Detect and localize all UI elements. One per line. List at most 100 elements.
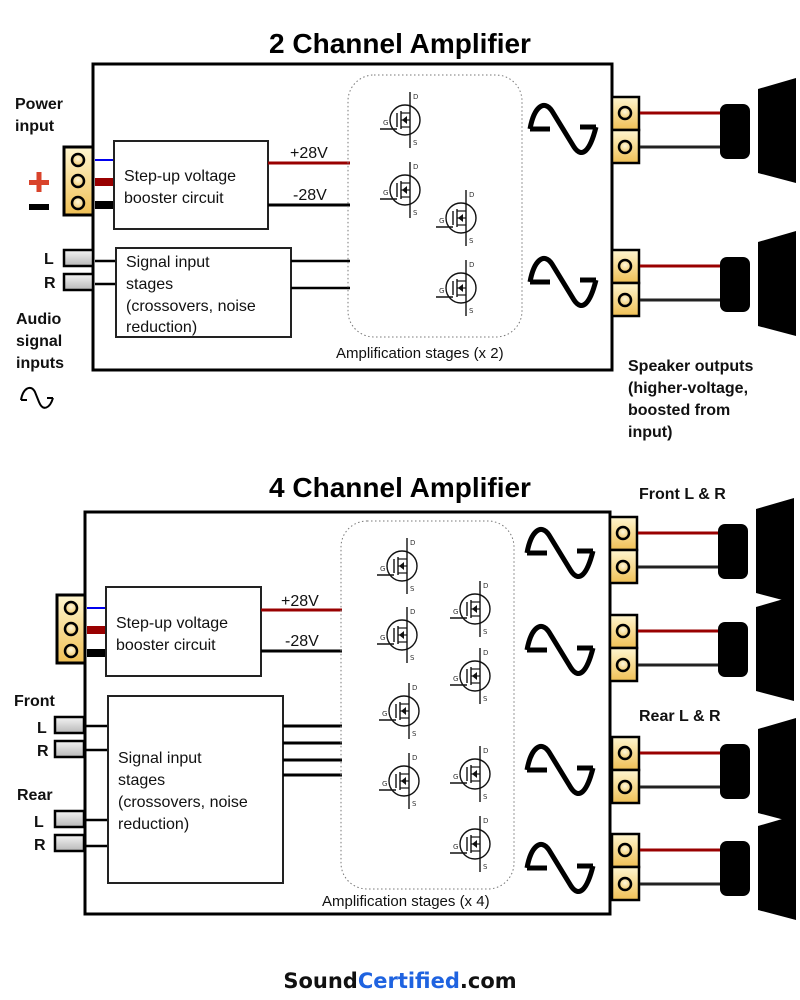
four-channel-title: 4 Channel Amplifier [269,472,531,503]
rca-input-rear-left[interactable] [53,809,86,829]
amp-stage-label: Amplification stages (x 4) [322,893,490,910]
signal-stage-line1: Signal input [118,750,202,767]
signal-stage-line2: stages [118,772,165,789]
source-pin-label: S [410,585,415,593]
terminal-screw-icon [63,621,79,637]
speaker-icon [720,231,796,336]
terminal-screw-icon [617,258,633,274]
mosfet-icon: GDS [436,190,477,246]
amp-stage-label: Amplification stages (x 2) [336,345,504,362]
booster-label-line1: Step-up voltage [124,168,236,185]
booster-circuit-box [113,140,269,230]
power-input-label-line1: Power [15,96,63,113]
speaker-output-channel[interactable] [610,718,796,823]
audio-inputs-label-line1: Audio [16,311,62,328]
terminal-screw-icon [617,745,633,761]
speaker-output-channel[interactable] [610,231,796,336]
audio-inputs-label-line2: signal [16,333,62,350]
drain-pin-label: D [469,191,474,199]
sine-wave-icon [527,256,599,308]
negative-rail-label: -28V [293,187,327,204]
drain-pin-label: D [469,261,474,269]
power-terminal-block[interactable] [55,593,87,665]
signal-stage-line3: (crossovers, noise [118,794,248,811]
terminal-screw-icon [617,842,633,858]
brand-part1: Sound [283,969,357,993]
rca-input-front-right[interactable] [53,739,86,759]
gate-pin-label: G [383,119,388,127]
output-waveforms [524,527,596,894]
mosfet-icon: GDS [436,260,477,316]
mosfet-icon: GDS [380,92,421,148]
two-channel-title: 2 Channel Amplifier [269,28,531,59]
drain-pin-label: D [483,817,488,825]
drain-pin-label: D [483,747,488,755]
rca-input-front-left[interactable] [53,715,86,735]
terminal-screw-icon [70,195,86,211]
terminal-screw-icon [63,643,79,659]
drain-pin-label: D [413,163,418,171]
terminal-screw-icon [615,559,631,575]
power-input-label-line2: input [15,118,55,135]
speaker-output-channel[interactable] [608,596,794,701]
signal-stage-line4: reduction) [118,816,189,833]
front-inputs-label: Front [14,693,56,710]
input-l-label: L [44,251,54,268]
speaker-outputs-label-line2: (higher-voltage, [628,380,748,397]
front-outputs-label: Front L & R [639,486,726,503]
rear-inputs-label: Rear [17,787,53,804]
source-pin-label: S [483,863,488,871]
amplification-stage-region [347,74,523,338]
positive-rail-label: +28V [281,593,319,610]
speaker-outputs [608,498,796,920]
gate-pin-label: G [382,780,387,788]
source-pin-label: S [412,730,417,738]
amplification-stage-region [340,520,515,890]
sine-wave-icon [20,386,54,409]
source-pin-label: S [413,139,418,147]
gate-pin-label: G [453,843,458,851]
speaker-icon [720,718,796,823]
brand-logo[interactable]: SoundCertified.com [283,969,516,993]
gate-pin-label: G [382,710,387,718]
terminal-screw-icon [617,779,633,795]
speaker-icon [720,815,796,920]
mosfet-icon: GDS [450,746,491,802]
audio-inputs-label-line3: inputs [16,355,64,372]
speaker-icon [718,596,794,701]
speaker-output-channel[interactable] [608,498,794,603]
drain-pin-label: D [410,608,415,616]
gate-pin-label: G [383,189,388,197]
source-pin-label: S [483,628,488,636]
terminal-screw-icon [70,173,86,189]
signal-stage-line3: (crossovers, noise [126,298,256,315]
sine-wave-icon [524,527,596,579]
rca-input-rear-right[interactable] [53,833,86,853]
terminal-screw-icon [617,292,633,308]
booster-label-line2: booster circuit [116,637,216,654]
signal-input-stage-box [107,695,284,884]
positive-rail-label: +28V [290,145,328,162]
brand-part3: .com [460,969,517,993]
power-terminal-block[interactable] [62,145,95,217]
terminal-screw-icon [615,525,631,541]
drain-pin-label: D [412,754,417,762]
speaker-output-channel[interactable] [610,815,796,920]
sine-wave-icon [527,103,599,155]
speaker-output-channel[interactable] [610,78,796,183]
mosfet-icon: GDS [377,538,418,594]
source-pin-label: S [410,654,415,662]
rca-input-right[interactable] [62,272,95,292]
mosfet-icon: GDS [450,648,491,704]
speaker-outputs-label-line3: boosted from [628,402,730,419]
rca-input-left[interactable] [62,248,95,268]
source-pin-label: S [469,237,474,245]
two-channel-section: 2 Channel Amplifier Power input Step-up … [15,28,796,441]
mosfet-icon: G D S [450,816,491,872]
sine-wave-icon [524,842,596,894]
plus-icon [29,172,49,192]
gate-pin-label: G [380,565,385,573]
source-pin-label: S [413,209,418,217]
mosfet-icon: GDS [377,607,418,663]
